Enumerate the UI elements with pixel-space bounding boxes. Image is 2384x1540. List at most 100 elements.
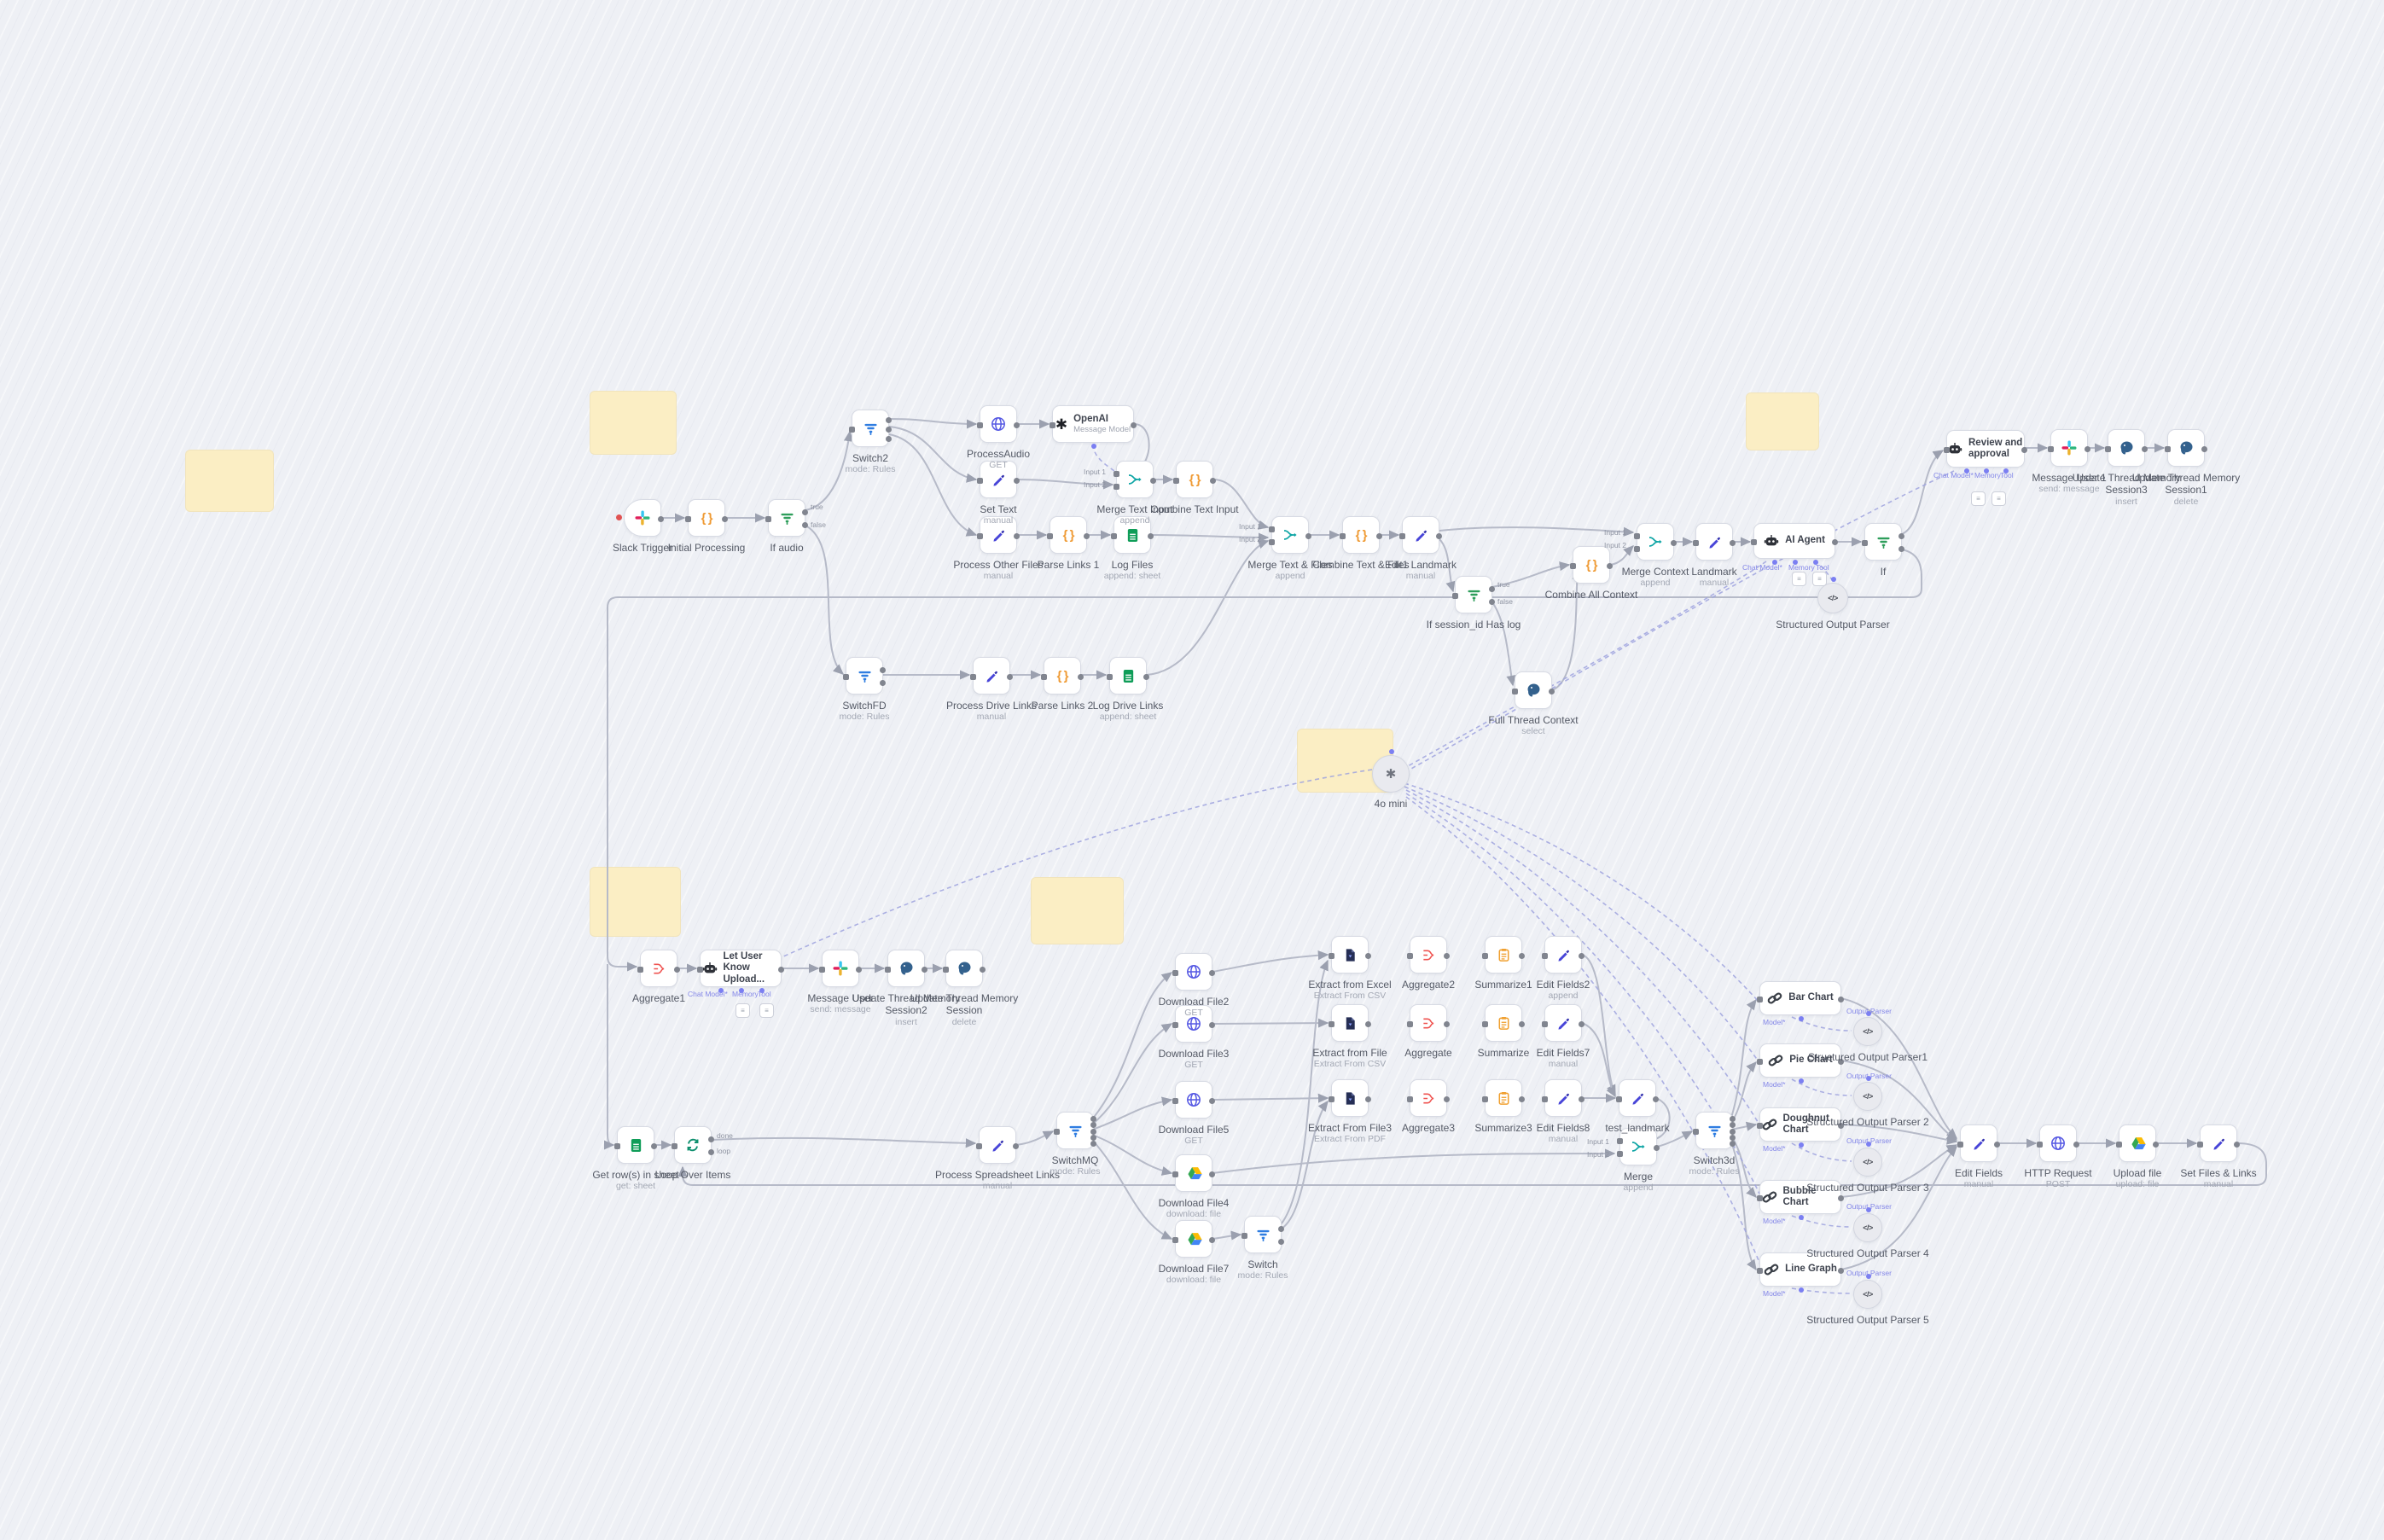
- node-download-file3[interactable]: [1172, 1005, 1215, 1043]
- output-port[interactable]: [2234, 1141, 2240, 1148]
- output-port[interactable]: [1838, 1194, 1844, 1201]
- node-aggregate2[interactable]: [1407, 936, 1450, 973]
- output-port[interactable]: [1090, 1128, 1096, 1135]
- input-port[interactable]: [1452, 592, 1458, 599]
- node-log-files[interactable]: [1111, 516, 1154, 554]
- node-aggregate1[interactable]: [637, 950, 680, 987]
- output-port[interactable]: [1444, 1020, 1450, 1027]
- input-port[interactable]: [977, 532, 983, 539]
- input-port[interactable]: [1340, 532, 1346, 539]
- output-port[interactable]: [1150, 477, 1156, 484]
- agent-tool-icon[interactable]: ≡: [759, 1003, 774, 1018]
- output-port[interactable]: [886, 426, 892, 433]
- output-port[interactable]: [1994, 1141, 2000, 1148]
- node-pie-chart[interactable]: Pie Chart: [1757, 1043, 1844, 1084]
- input-port[interactable]: [1407, 952, 1413, 959]
- node-initial-processing[interactable]: { }: [685, 499, 728, 537]
- sub-port[interactable]: [1799, 1016, 1804, 1021]
- agent-tool-icon[interactable]: ≡: [1971, 491, 1986, 506]
- output-port[interactable]: [1209, 1021, 1215, 1028]
- input-port[interactable]: [1172, 1021, 1178, 1028]
- node-bar-chart[interactable]: Bar Chart: [1757, 981, 1844, 1021]
- node-if-main[interactable]: [1862, 523, 1904, 561]
- node-log-drive-links[interactable]: [1107, 657, 1149, 694]
- input-port[interactable]: [1329, 1020, 1334, 1027]
- sub-port[interactable]: [759, 988, 765, 993]
- node-download-file7[interactable]: [1172, 1220, 1215, 1258]
- node-extract-from-file[interactable]: [1329, 1004, 1371, 1042]
- input-port[interactable]: [1111, 532, 1117, 539]
- node-switch-fd[interactable]: [843, 657, 886, 694]
- sub-port[interactable]: [718, 988, 724, 993]
- output-port[interactable]: [1209, 969, 1215, 976]
- node-sop2[interactable]: </>: [1853, 1076, 1882, 1111]
- input-port[interactable]: [1047, 532, 1053, 539]
- node-edit-fields7[interactable]: [1542, 1004, 1584, 1042]
- node-utm-session1[interactable]: [2165, 429, 2207, 467]
- sub-port[interactable]: [1799, 1142, 1804, 1148]
- output-port[interactable]: [2153, 1141, 2159, 1148]
- sticky-note-4[interactable]: [590, 867, 681, 937]
- node-edit-fields2[interactable]: [1542, 936, 1584, 973]
- output-port[interactable]: [1832, 538, 1838, 545]
- input-port[interactable]: [1172, 969, 1178, 976]
- output-port[interactable]: [1013, 1142, 1019, 1149]
- output-port[interactable]: [1653, 1095, 1659, 1102]
- input-port[interactable]: [1617, 1151, 1623, 1157]
- node-utm-session3[interactable]: [2105, 429, 2148, 467]
- node-merge-text-files[interactable]: [1269, 516, 1311, 554]
- sub-port[interactable]: [1866, 1274, 1871, 1279]
- output-port[interactable]: [1898, 545, 1904, 552]
- output-port[interactable]: [1090, 1115, 1096, 1122]
- agent-tool-icon[interactable]: ≡: [1792, 572, 1806, 586]
- node-sop5[interactable]: </>: [1853, 1274, 1882, 1309]
- input-port[interactable]: [843, 673, 849, 680]
- input-port[interactable]: [697, 966, 703, 973]
- node-aggregate[interactable]: [1407, 1004, 1450, 1042]
- sub-port[interactable]: [1799, 1215, 1804, 1220]
- sub-port[interactable]: [2003, 468, 2009, 474]
- node-utm-session2[interactable]: [885, 950, 927, 987]
- output-port[interactable]: [886, 435, 892, 442]
- output-port[interactable]: [2201, 445, 2207, 452]
- node-edit-fields8[interactable]: [1542, 1079, 1584, 1117]
- output-port[interactable]: [1730, 1128, 1736, 1135]
- input-port[interactable]: [1751, 538, 1757, 545]
- node-ai-agent[interactable]: AI Agent: [1751, 523, 1838, 565]
- sub-port[interactable]: [1866, 1142, 1871, 1147]
- node-sop4[interactable]: </>: [1853, 1207, 1882, 1242]
- output-port[interactable]: [1007, 673, 1013, 680]
- node-sop3[interactable]: </>: [1853, 1142, 1882, 1177]
- output-port[interactable]: [1090, 1134, 1096, 1141]
- sub-port[interactable]: [739, 988, 744, 993]
- output-port[interactable]: [2085, 445, 2090, 452]
- node-landmark[interactable]: [1693, 523, 1736, 561]
- output-port[interactable]: [1209, 1097, 1215, 1104]
- output-port[interactable]: [1730, 539, 1736, 546]
- output-port[interactable]: [2142, 445, 2148, 452]
- output-port[interactable]: [1131, 421, 1137, 428]
- sticky-note-0[interactable]: [185, 450, 274, 512]
- output-port[interactable]: [658, 515, 664, 522]
- output-port[interactable]: [1444, 952, 1450, 959]
- input-port[interactable]: [2197, 1141, 2203, 1148]
- output-port[interactable]: [1671, 539, 1677, 546]
- input-port[interactable]: [1172, 1236, 1178, 1243]
- node-test-landmark[interactable]: [1616, 1079, 1659, 1117]
- node-edit-fields[interactable]: [1957, 1124, 2000, 1162]
- input-port[interactable]: [1241, 1232, 1247, 1239]
- output-port[interactable]: [1278, 1226, 1284, 1233]
- input-port[interactable]: [1172, 1097, 1178, 1104]
- node-sop1[interactable]: </>: [1853, 1011, 1882, 1046]
- node-sop-main[interactable]: </>: [1817, 577, 1848, 613]
- output-port[interactable]: [708, 1148, 714, 1155]
- input-port[interactable]: [1482, 952, 1488, 959]
- output-port[interactable]: [802, 521, 808, 528]
- output-port[interactable]: [1579, 1020, 1584, 1027]
- sub-port[interactable]: [1772, 560, 1777, 565]
- input-port[interactable]: [970, 673, 976, 680]
- sub-port[interactable]: [1831, 577, 1836, 582]
- node-line-graph[interactable]: Line Graph: [1757, 1252, 1844, 1293]
- output-port[interactable]: [886, 416, 892, 423]
